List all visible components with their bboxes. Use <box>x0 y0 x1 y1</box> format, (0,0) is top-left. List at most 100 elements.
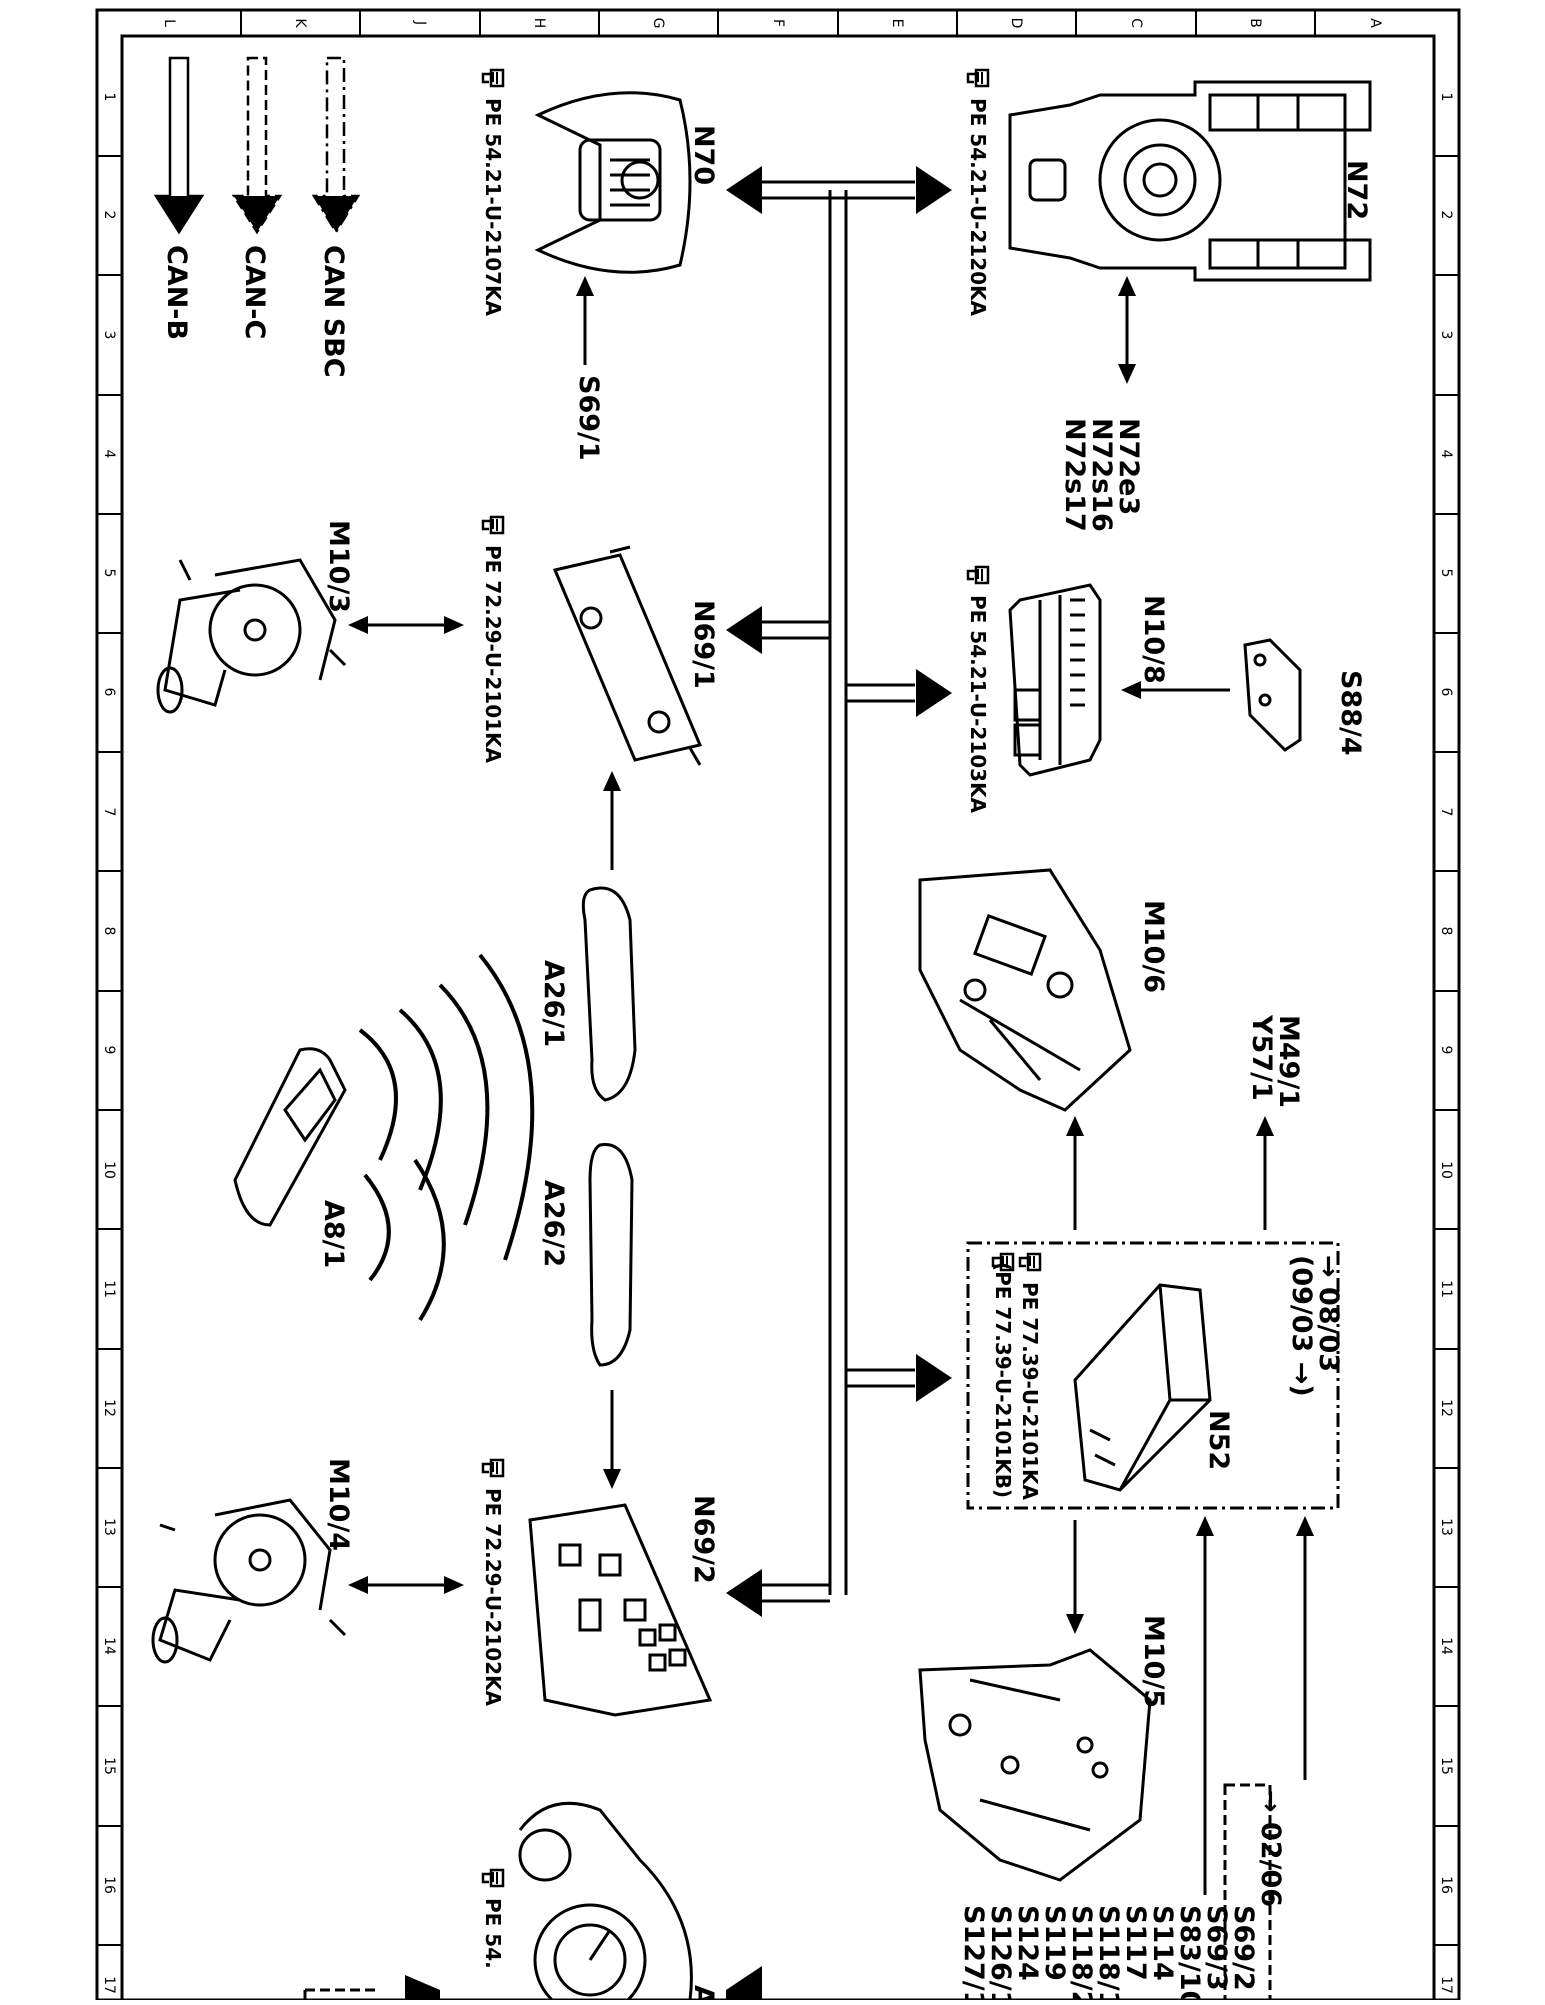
n69-2-door-module-icon <box>528 1503 713 1717</box>
n69-1-label: N69/1 <box>688 600 719 689</box>
legend-can-c-arrow <box>231 56 283 235</box>
can-b-bus <box>760 180 915 1603</box>
m10-5-actuator-icon <box>918 1648 1152 1882</box>
grid-row-1-right: 1 <box>1438 93 1454 102</box>
grid-row-14-left: 14 <box>101 1637 117 1655</box>
kombi-reference: PE 54. <box>481 1868 505 1969</box>
legend-can-sbc-label: CAN SBC <box>318 245 349 378</box>
m10-3-label: M10/3 <box>323 520 354 613</box>
n52-reference-b: (PE 77.39-U-2101KB) <box>991 1252 1015 1498</box>
s-group-item-10: S127/1 <box>958 1905 989 2000</box>
kombi-reference-text: PE 54. <box>481 1898 505 1969</box>
s-group-item-7: S119 <box>1039 1905 1070 1981</box>
n72-label: N72 <box>1341 160 1372 220</box>
grid-row-17-right: 17 <box>1438 1976 1454 1994</box>
grid-row-9-left: 9 <box>101 1046 117 1055</box>
s69-1-arrow <box>576 276 594 365</box>
n10-8-reference-text: PE 54.21-U-2103KA <box>966 595 990 814</box>
n10-8-reference: PE 54.21-U-2103KA <box>966 565 990 814</box>
grid-col-d: D <box>1008 18 1024 29</box>
m10-6-label: M10/6 <box>1138 900 1169 993</box>
n69-2-label: N69/2 <box>688 1495 719 1584</box>
n52-to-m49-1-arrow <box>1256 1116 1274 1230</box>
a26-2-antenna-icon <box>588 1142 634 1367</box>
n70-reference-text: PE 54.21-U-2107KA <box>481 98 505 317</box>
legend-can-c-label: CAN-C <box>239 245 270 339</box>
m10-4-label: M10/4 <box>323 1458 354 1551</box>
m10-6-actuator-icon <box>918 868 1132 1112</box>
legend-can-b-label: CAN-B <box>161 245 192 340</box>
m10-3-motor-icon <box>156 558 347 714</box>
m10-4-motor-icon <box>151 1498 347 1664</box>
n70-overhead-panel-icon <box>534 91 692 274</box>
n69-2-reference: PE 72.29-U-2102KA <box>481 1458 505 1707</box>
legend-can-sbc-arrow <box>311 56 361 235</box>
s69-2-dashed-box <box>1223 1783 1272 2002</box>
grid-row-16-right: 16 <box>1438 1876 1454 1894</box>
a26-2-to-n69-2-arrow <box>603 1390 621 1489</box>
grid-column-labels: A B C D E F G H J K L <box>161 18 1383 29</box>
s-group-list: S69/3 S83/10 S114 S117 S118/1 S118/2 S11… <box>958 1905 1232 2005</box>
frame <box>95 8 1461 2002</box>
n69-1-reference: PE 72.29-U-2101KA <box>481 515 505 764</box>
s88-4-switch-icon <box>1243 638 1302 752</box>
a26-2-label: A26/2 <box>538 1180 569 1267</box>
n69-1-door-module-icon <box>552 545 703 766</box>
legend-can-b-arrow <box>153 56 205 235</box>
grid-row-5-right: 5 <box>1438 569 1454 578</box>
grid-row-5-left: 5 <box>101 569 117 578</box>
n72-reference-text: PE 54.21-U-2120KA <box>966 98 990 317</box>
y57-1-label: Y57/1 <box>1246 1014 1277 1101</box>
s-group-validity: → 02/06 <box>1255 1790 1286 1907</box>
n72-reference: PE 54.21-U-2120KA <box>966 68 990 317</box>
a26-1-label: A26/1 <box>538 960 569 1047</box>
grid-row-10-left: 10 <box>101 1161 117 1179</box>
grid-row-2-right: 2 <box>1438 211 1454 220</box>
grid-col-l: L <box>161 19 177 27</box>
m49-1-label: M49/1 <box>1273 1015 1304 1108</box>
s-group-to-n52-arrow <box>1196 1516 1214 1895</box>
grid-row-4-left: 4 <box>101 450 117 459</box>
s69-2-to-n52-arrow <box>1296 1516 1314 1780</box>
grid-row-1-left: 1 <box>101 93 117 102</box>
can-b-arrowheads <box>726 166 952 2000</box>
grid-row-3-right: 3 <box>1438 331 1454 340</box>
n72e3-label: N72e3 <box>1113 418 1144 515</box>
s-group-item-5: S118/1 <box>1093 1905 1124 2000</box>
instrument-cluster-icon <box>518 1801 693 2005</box>
n10-8-fusebox-icon <box>1008 583 1102 777</box>
grid-row-6-right: 6 <box>1438 688 1454 697</box>
n69-1-reference-text: PE 72.29-U-2101KA <box>481 545 505 764</box>
grid-col-b: B <box>1247 18 1263 28</box>
n52-box <box>966 1241 1340 1510</box>
n72-control-panel-icon <box>1008 80 1372 282</box>
grid-row-11-right: 11 <box>1438 1280 1454 1298</box>
grid-col-f: F <box>770 19 786 27</box>
grid-col-a: A <box>1367 18 1383 28</box>
grid-row-15-right: 15 <box>1438 1757 1454 1775</box>
n52-reference-b-text: (PE 77.39-U-2101KB) <box>991 1262 1015 1498</box>
n72s16-label: N72s16 <box>1086 418 1117 532</box>
grid-row-3-left: 3 <box>101 331 117 340</box>
grid-col-h: H <box>531 18 547 29</box>
s-group-item-6: S118/2 <box>1066 1905 1097 2000</box>
grid-row-13-right: 13 <box>1438 1518 1454 1536</box>
grid-col-c: C <box>1128 18 1144 28</box>
s88-4-arrow <box>1121 681 1230 699</box>
radio-waves-icon <box>358 953 535 1322</box>
grid-col-e: E <box>889 19 905 28</box>
grid-row-2-left: 2 <box>101 211 117 220</box>
grid-row-12-right: 12 <box>1438 1399 1454 1417</box>
grid-row-6-left: 6 <box>101 688 117 697</box>
n72-double-arrow <box>1118 276 1136 384</box>
n52-validity-1: → 08/03 <box>1313 1255 1344 1372</box>
s-group-item-2: S83/10 <box>1174 1905 1205 2000</box>
n52-module-icon <box>1073 1283 1212 1492</box>
grid-row-8-left: 8 <box>101 927 117 936</box>
grid-row-10-right: 10 <box>1438 1161 1454 1179</box>
n70-reference: PE 54.21-U-2107KA <box>481 68 505 317</box>
m10-5-label: M10/5 <box>1138 1615 1169 1708</box>
grid-row-15-left: 15 <box>101 1757 117 1775</box>
a8-1-label: A8/1 <box>318 1200 349 1268</box>
